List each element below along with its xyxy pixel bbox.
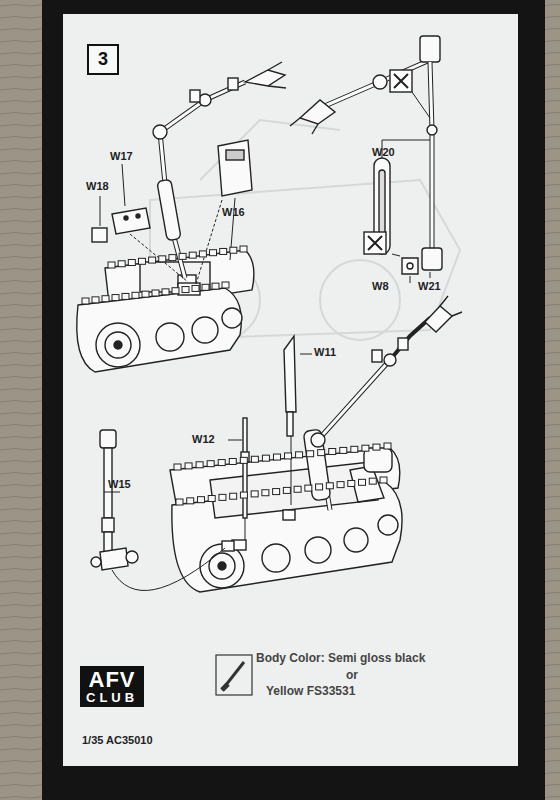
track-link — [92, 297, 99, 303]
leader-lines — [104, 354, 312, 590]
paint-icon — [216, 655, 252, 695]
track-link — [162, 289, 169, 295]
track-link — [326, 483, 333, 489]
instruction-sheet — [63, 14, 518, 766]
track-link — [229, 458, 236, 464]
track-link — [240, 246, 247, 252]
part-number: W16 — [222, 206, 245, 218]
track-link — [172, 288, 179, 294]
track-link — [189, 252, 196, 258]
track-link — [185, 463, 192, 469]
track-link — [149, 257, 156, 263]
track-link — [112, 295, 119, 301]
leader-lines — [382, 92, 430, 283]
track-link — [318, 450, 325, 456]
part-number: W21 — [418, 280, 441, 292]
track-link — [176, 499, 183, 505]
track-link — [369, 478, 376, 484]
step-number: 3 — [98, 49, 108, 70]
track-link — [202, 284, 209, 290]
track-link — [187, 498, 194, 504]
track-link — [219, 494, 226, 500]
track-link — [251, 456, 258, 462]
part-number: W17 — [110, 150, 133, 162]
robot-bottom — [91, 296, 462, 592]
arm-detail — [290, 36, 442, 274]
part-number: W8 — [372, 280, 389, 292]
track-link — [351, 446, 358, 452]
track-link — [230, 493, 237, 499]
track-link — [273, 454, 280, 460]
card-backing — [42, 0, 545, 800]
paint-note: or — [346, 668, 358, 682]
track-link — [285, 453, 292, 459]
track-link — [192, 285, 199, 291]
track-link — [82, 298, 89, 304]
track-link — [159, 256, 166, 262]
track-link — [240, 457, 247, 463]
track-link — [208, 496, 215, 502]
track-link — [182, 287, 189, 293]
track-link — [283, 487, 290, 493]
track-link — [207, 461, 214, 467]
track-link — [262, 455, 269, 461]
scale-code: 1/35 AC35010 — [82, 734, 153, 746]
track-link — [132, 292, 139, 298]
track-link — [294, 486, 301, 492]
track-links — [82, 246, 391, 505]
track-link — [384, 443, 391, 449]
robot-top — [77, 62, 286, 372]
part-number: W18 — [86, 180, 109, 192]
track-link — [179, 253, 186, 259]
track-link — [210, 250, 217, 256]
track-link — [373, 444, 380, 450]
step-number-box: 3 — [87, 44, 119, 75]
brand-logo: AFVCLUB — [80, 666, 144, 707]
track-link — [174, 464, 181, 470]
track-link — [102, 296, 109, 302]
part-number: W20 — [372, 146, 395, 158]
track-link — [262, 490, 269, 496]
track-link — [305, 485, 312, 491]
track-link — [199, 251, 206, 257]
track-link — [169, 255, 176, 261]
track-link — [273, 489, 280, 495]
track-link — [138, 258, 145, 264]
track-link — [220, 248, 227, 254]
track-link — [251, 491, 258, 497]
track-link — [108, 262, 115, 268]
track-link — [316, 484, 323, 490]
track-link — [222, 282, 229, 288]
leader-lines — [100, 164, 235, 284]
track-link — [348, 480, 355, 486]
part-number: W12 — [192, 433, 215, 445]
part-number: W15 — [108, 478, 131, 490]
track-link — [142, 291, 149, 297]
brand-text: CLUB — [86, 691, 138, 705]
paint-note: Body Color: Semi gloss black — [256, 651, 425, 665]
track-link — [296, 452, 303, 458]
track-link — [197, 497, 204, 503]
paint-note: Yellow FS33531 — [266, 684, 355, 698]
track-link — [240, 492, 247, 498]
track-link — [196, 462, 203, 468]
track-link — [340, 447, 347, 453]
track-link — [362, 445, 369, 451]
track-link — [118, 261, 125, 267]
track-link — [218, 460, 225, 466]
track-link — [359, 479, 366, 485]
part-number: W11 — [314, 346, 336, 358]
track-link — [230, 247, 237, 253]
track-link — [380, 477, 387, 483]
track-link — [337, 482, 344, 488]
track-link — [122, 293, 129, 299]
track-link — [329, 449, 336, 455]
track-link — [307, 451, 314, 457]
brand-text: AFV — [86, 668, 138, 691]
track-link — [212, 283, 219, 289]
track-link — [128, 260, 135, 266]
track-link — [152, 290, 159, 296]
